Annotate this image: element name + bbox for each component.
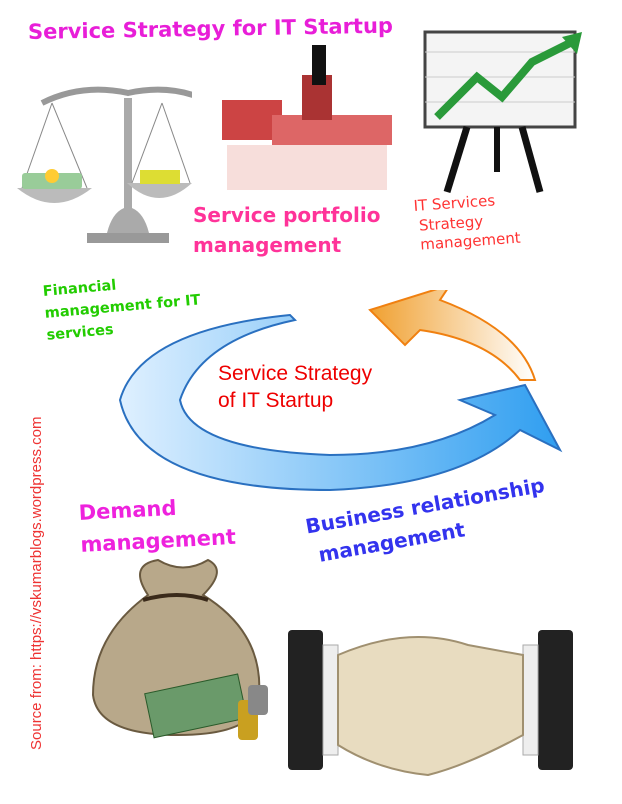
service-portfolio-label: Service portfolio management bbox=[193, 200, 380, 260]
building-businessman-icon bbox=[222, 45, 392, 190]
source-credit: Source from: https://vskumarblogs.wordpr… bbox=[28, 416, 45, 750]
demand-management-label: Demand management bbox=[78, 490, 237, 561]
money-bag-icon bbox=[91, 558, 268, 740]
cycle-arrows-icon bbox=[118, 290, 563, 492]
label-line: Service portfolio bbox=[193, 203, 381, 227]
label-line: management bbox=[193, 233, 342, 257]
page-title: Service Strategy for IT Startup bbox=[27, 13, 394, 44]
it-services-strategy-label: IT Services Strategy management bbox=[413, 190, 521, 256]
center-label: Service Strategy of IT Startup bbox=[218, 360, 372, 415]
handshake-icon bbox=[288, 630, 573, 777]
growth-chart-board-icon bbox=[423, 30, 582, 194]
label-line: of IT Startup bbox=[218, 389, 334, 413]
label-line: Service Strategy bbox=[218, 362, 373, 385]
balance-scale-icon bbox=[17, 86, 192, 243]
